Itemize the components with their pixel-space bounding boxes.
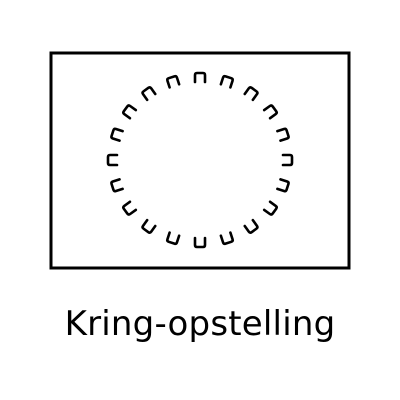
chair-icon bbox=[219, 231, 235, 246]
chair-icon bbox=[276, 178, 290, 193]
chair-icon bbox=[110, 127, 124, 142]
chair-icon bbox=[262, 104, 278, 120]
chair-icon bbox=[193, 236, 207, 249]
chair-icon bbox=[281, 153, 294, 167]
chair-icon bbox=[141, 218, 157, 234]
chair-icon bbox=[219, 74, 235, 89]
chair-icon bbox=[165, 74, 181, 89]
chair-icon bbox=[193, 71, 207, 84]
caption: Kring-opstelling bbox=[64, 304, 336, 344]
chair-icon bbox=[165, 231, 181, 246]
chair-icon bbox=[243, 86, 259, 102]
chair-icon bbox=[106, 153, 119, 167]
room-outline bbox=[49, 51, 351, 270]
chair-icon bbox=[110, 178, 124, 193]
chair-icon bbox=[243, 218, 259, 234]
chair-icon bbox=[141, 86, 157, 102]
chair-icon bbox=[122, 104, 138, 120]
chair-circle bbox=[106, 71, 294, 249]
chair-icon bbox=[262, 200, 278, 216]
chair-icon bbox=[276, 127, 290, 142]
chair-icon bbox=[122, 200, 138, 216]
